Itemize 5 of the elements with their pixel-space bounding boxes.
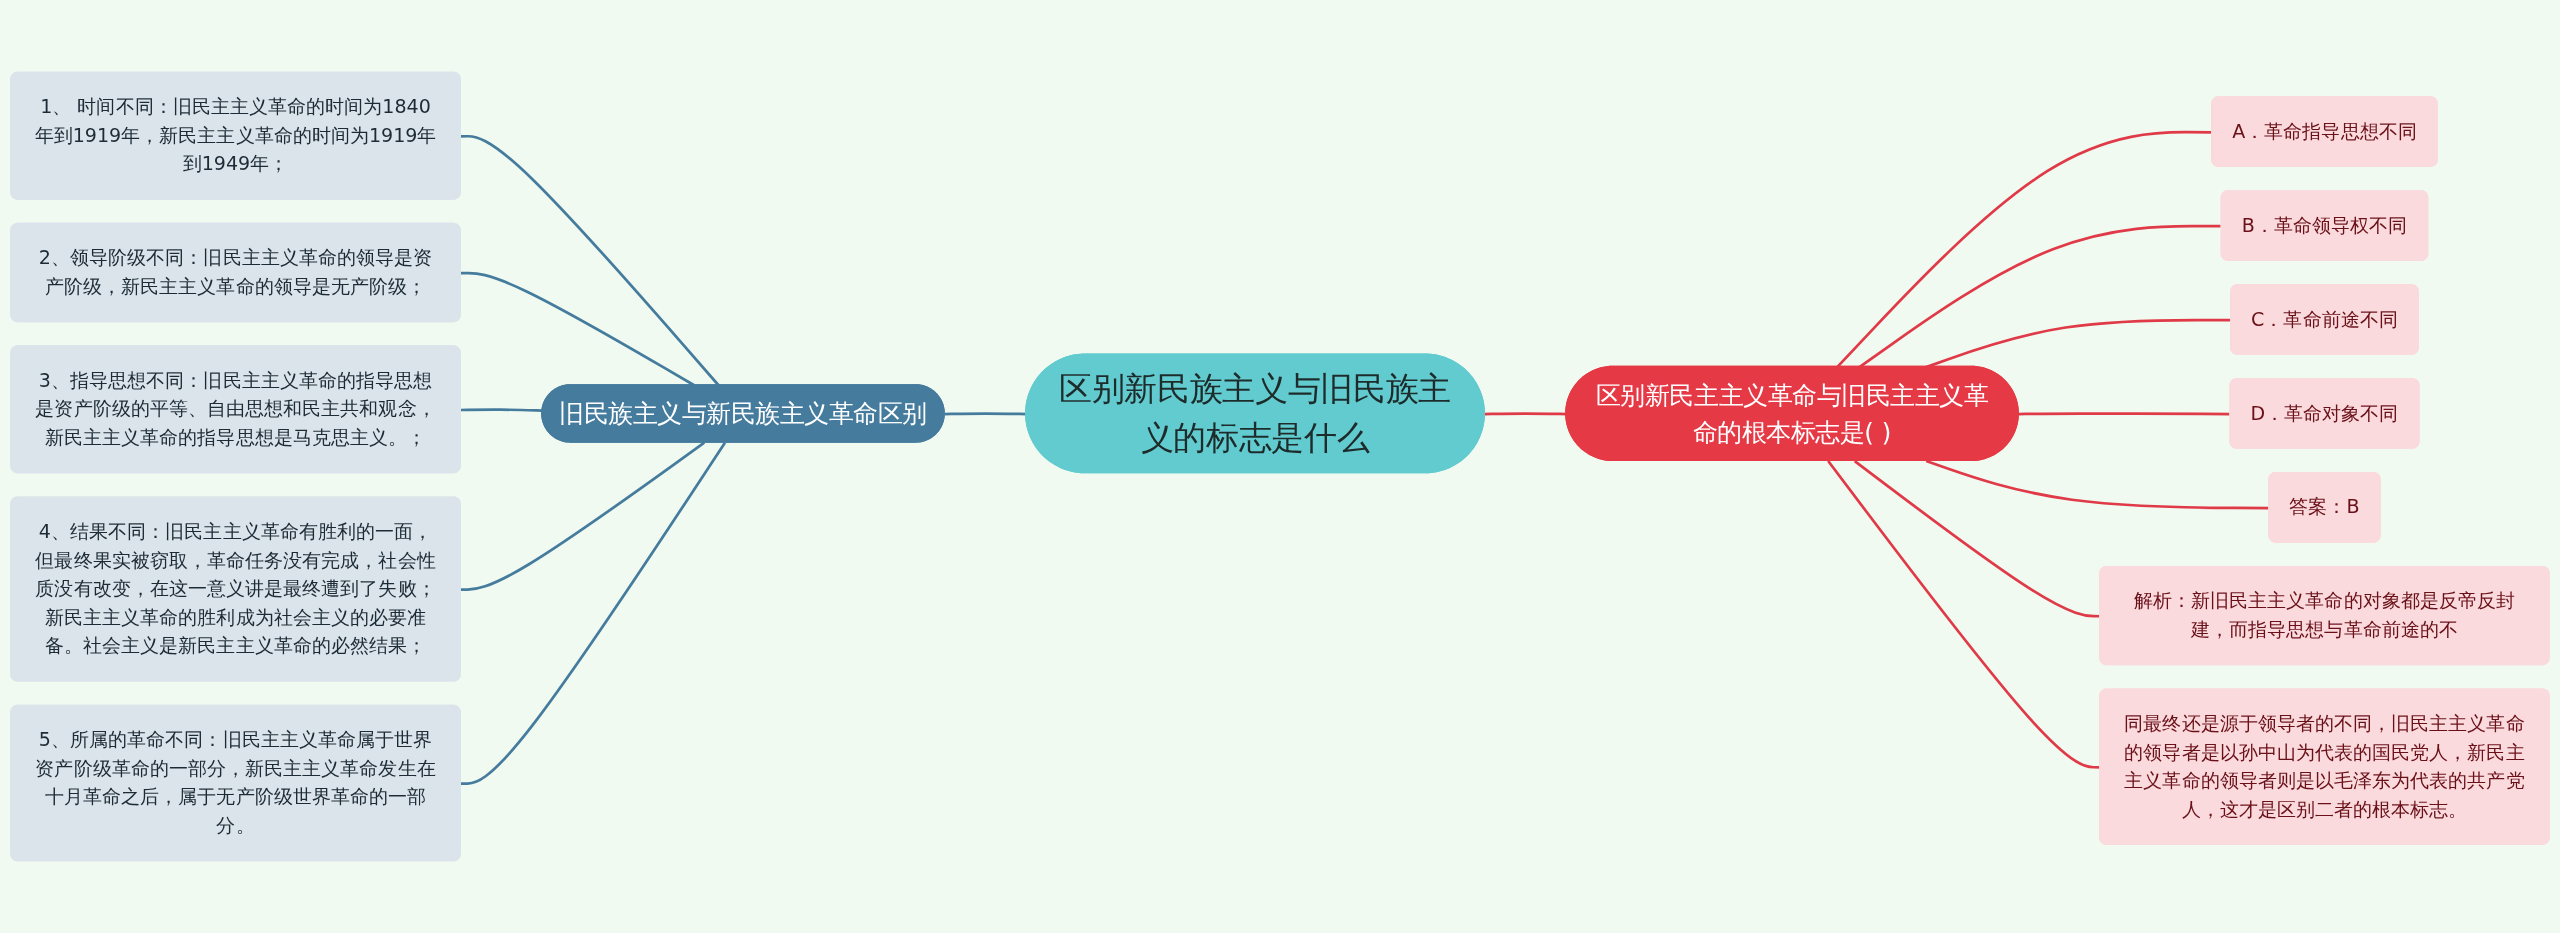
connector [460,408,543,413]
connector [460,441,706,592]
connector [460,441,727,786]
connector [944,412,1027,416]
connector [2018,412,2231,416]
